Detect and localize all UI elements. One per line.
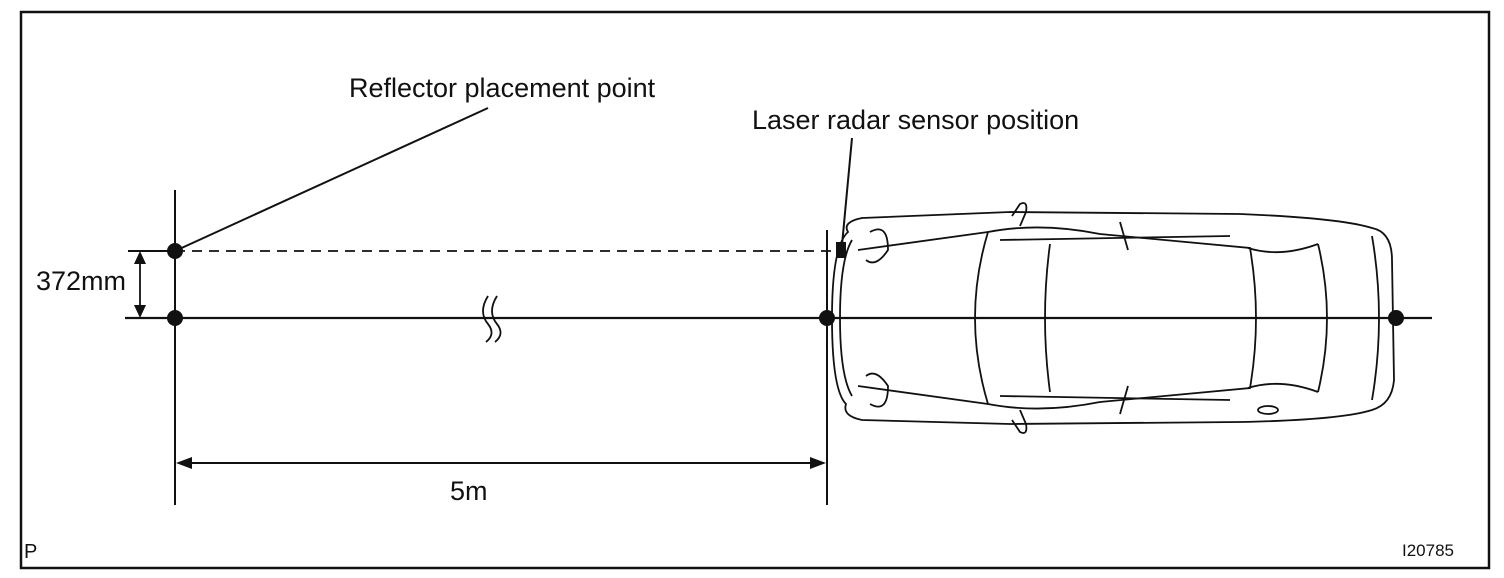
figure-id: I20785 <box>1402 541 1454 560</box>
height-arrow-down <box>134 305 146 318</box>
height-label: 372mm <box>36 266 126 296</box>
line-break-symbol-2 <box>491 295 502 343</box>
car-bonnet-line-upper <box>857 231 989 251</box>
diagram-border <box>19 10 1491 570</box>
car-b-pillar-upper <box>1119 221 1129 251</box>
car-door-window-lower <box>999 395 1231 401</box>
car-front-bumper <box>839 239 853 397</box>
height-arrow-up <box>134 251 146 264</box>
car-front-point <box>819 310 835 326</box>
sensor-leader-line <box>841 137 853 246</box>
car-fuel-cap <box>1257 405 1279 415</box>
car-mirror-upper <box>1011 202 1028 227</box>
reflector-point-centre <box>167 310 183 326</box>
car-rear-window-lower <box>1247 382 1319 393</box>
distance-arrow-left <box>176 457 192 469</box>
car-door-window-upper <box>999 235 1231 241</box>
line-break-symbol <box>482 295 493 343</box>
car-headlight-upper <box>865 228 889 264</box>
car-top-view <box>831 202 1395 434</box>
car-bonnet-line-lower <box>857 385 989 405</box>
car-trunk-line <box>1317 243 1328 393</box>
corner-letter: P <box>24 541 37 563</box>
reflector-leader-line <box>174 107 489 252</box>
car-rear-window-upper <box>1247 243 1319 254</box>
car-rear-bumper <box>1371 235 1380 401</box>
car-rear-point <box>1388 310 1404 326</box>
car-body-outline <box>831 211 1395 425</box>
car-mirror-lower <box>1011 409 1028 434</box>
reflector-point-upper <box>167 243 183 259</box>
distance-label: 5m <box>450 476 488 506</box>
car-windscreen-line <box>1044 243 1051 393</box>
car-headlight-lower <box>865 372 889 408</box>
laser-radar-sensor-marker <box>836 242 846 258</box>
car-cabin <box>974 226 1257 410</box>
sensor-label: Laser radar sensor position <box>752 105 1079 135</box>
reflector-label: Reflector placement point <box>349 73 656 103</box>
car-b-pillar-lower <box>1119 385 1129 415</box>
distance-arrow-right <box>810 457 826 469</box>
